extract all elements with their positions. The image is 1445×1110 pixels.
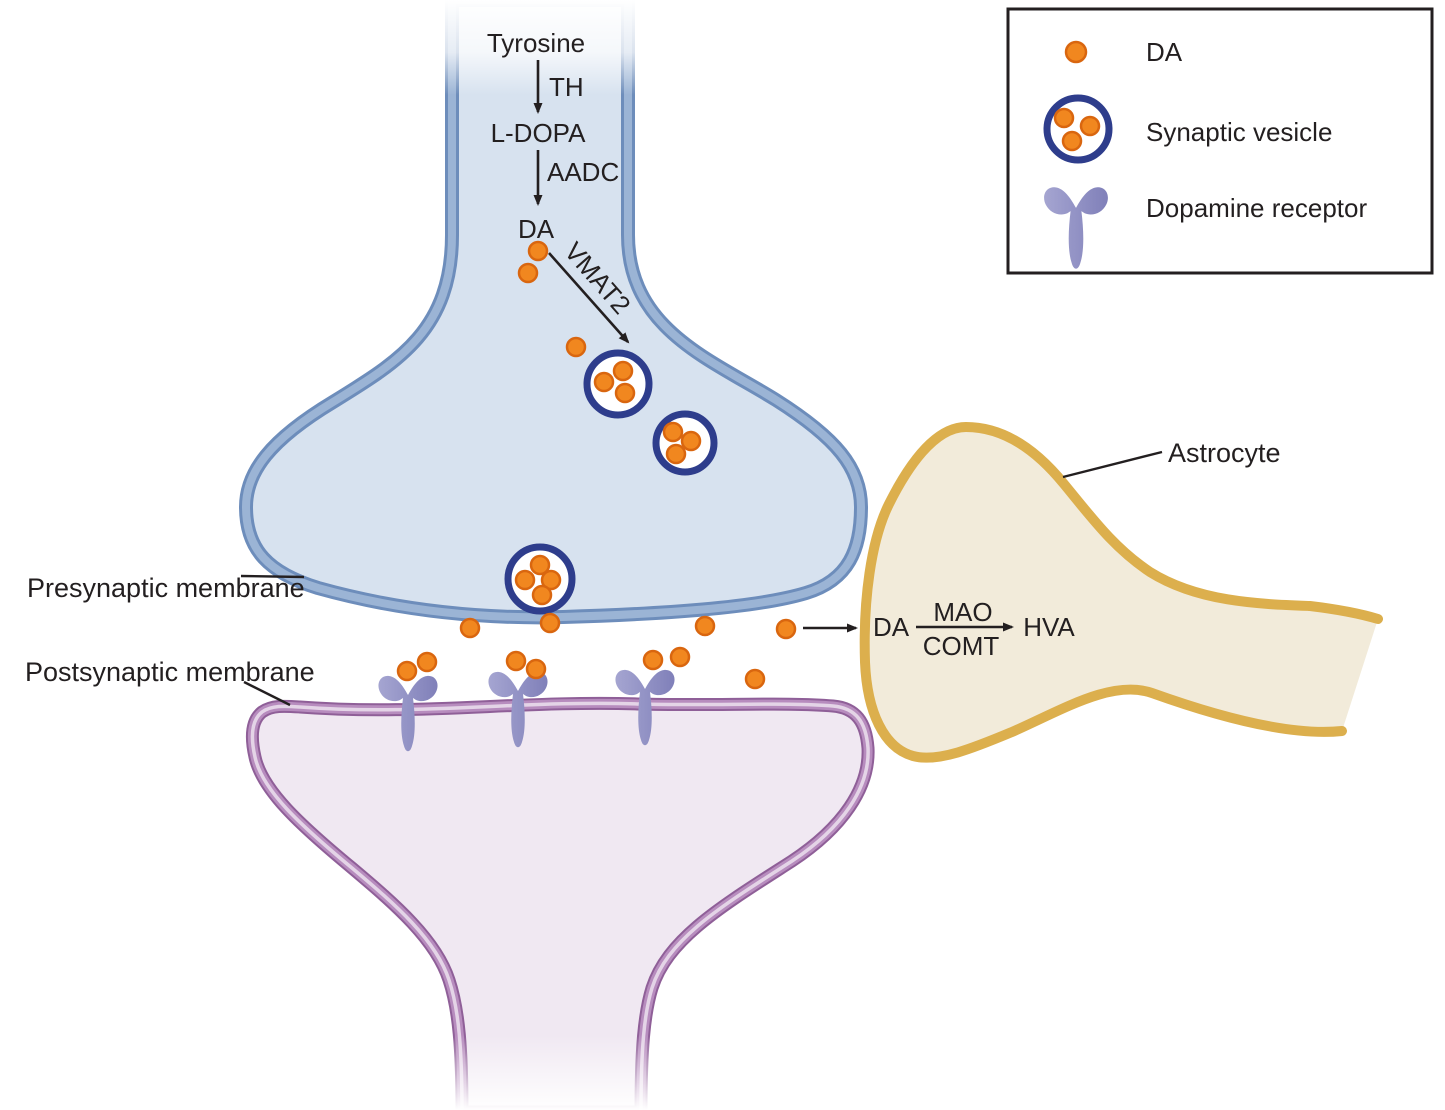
da-molecule <box>539 612 561 634</box>
da-molecule <box>525 658 547 680</box>
legend-da-label: DA <box>1146 37 1183 67</box>
legend-vesicle-icon <box>1043 94 1113 164</box>
da-molecule <box>744 668 766 690</box>
aadc-enzyme-label: AADC <box>547 157 619 187</box>
presynaptic-membrane-label: Presynaptic membrane <box>27 573 305 603</box>
synaptic-vesicle <box>583 349 653 419</box>
presynaptic-pointer-line <box>240 574 305 579</box>
da-molecule <box>680 430 702 452</box>
mao-enzyme-label: MAO <box>933 597 992 627</box>
da-molecule <box>505 650 527 672</box>
hva-product-label: HVA <box>1023 612 1075 642</box>
presynaptic-membrane-band <box>241 0 866 622</box>
legend-vesicle-label: Synaptic vesicle <box>1146 117 1332 147</box>
da-molecule <box>565 336 587 358</box>
vesicle-membrane <box>583 349 653 419</box>
da-molecule <box>775 618 797 640</box>
comt-enzyme-label: COMT <box>923 631 1000 661</box>
da-molecule <box>1079 115 1101 137</box>
postsynaptic-membrane-core <box>250 701 870 1110</box>
da-molecule <box>642 649 664 671</box>
astrocyte-label: Astrocyte <box>1168 438 1281 468</box>
da-presynaptic-label: DA <box>518 214 555 244</box>
da-molecule <box>540 569 562 591</box>
synaptic-vesicle <box>652 410 718 476</box>
da-molecule <box>529 554 551 576</box>
da-molecules-presynaptic <box>517 240 587 358</box>
da-molecule <box>694 615 716 637</box>
da-molecule <box>593 371 615 393</box>
da-molecule <box>531 584 553 606</box>
vesicle-membrane <box>504 543 576 615</box>
da-molecule <box>662 421 684 443</box>
th-enzyme-label: TH <box>549 72 584 102</box>
astrocyte-membrane <box>859 421 1383 763</box>
synaptic-vesicle-docked <box>504 543 576 615</box>
legend-da-icon <box>1064 40 1088 64</box>
da-astrocyte-label: DA <box>873 612 910 642</box>
postsynaptic-terminal <box>245 696 875 1110</box>
da-molecule <box>1053 107 1075 129</box>
tyrosine-label: Tyrosine <box>487 28 585 58</box>
da-molecule <box>612 360 634 382</box>
legend: DA Synaptic vesicle Dopamine receptor <box>1006 7 1434 275</box>
dendrite-bottom-fade <box>428 1035 666 1110</box>
da-molecule <box>514 569 536 591</box>
da-molecules-synaptic-cleft <box>396 612 797 690</box>
da-molecule <box>459 617 481 639</box>
da-molecule <box>614 382 636 404</box>
astrocyte-body <box>864 427 1378 758</box>
legend-receptor-label: Dopamine receptor <box>1146 193 1367 223</box>
l-dopa-label: L-DOPA <box>491 118 587 148</box>
postsynaptic-pointer-line <box>243 680 291 707</box>
da-molecule <box>665 443 687 465</box>
vmat2-transport-arrow <box>548 252 630 344</box>
postsynaptic-membrane-label: Postsynaptic membrane <box>25 657 315 687</box>
astrocyte-pointer-line <box>1062 450 1163 479</box>
da-molecule <box>396 660 418 682</box>
da-molecule <box>527 240 549 262</box>
da-molecule <box>416 651 438 673</box>
da-molecule <box>669 646 691 668</box>
astrocyte <box>859 421 1383 763</box>
da-molecule <box>1061 130 1083 152</box>
da-molecule <box>517 262 539 284</box>
